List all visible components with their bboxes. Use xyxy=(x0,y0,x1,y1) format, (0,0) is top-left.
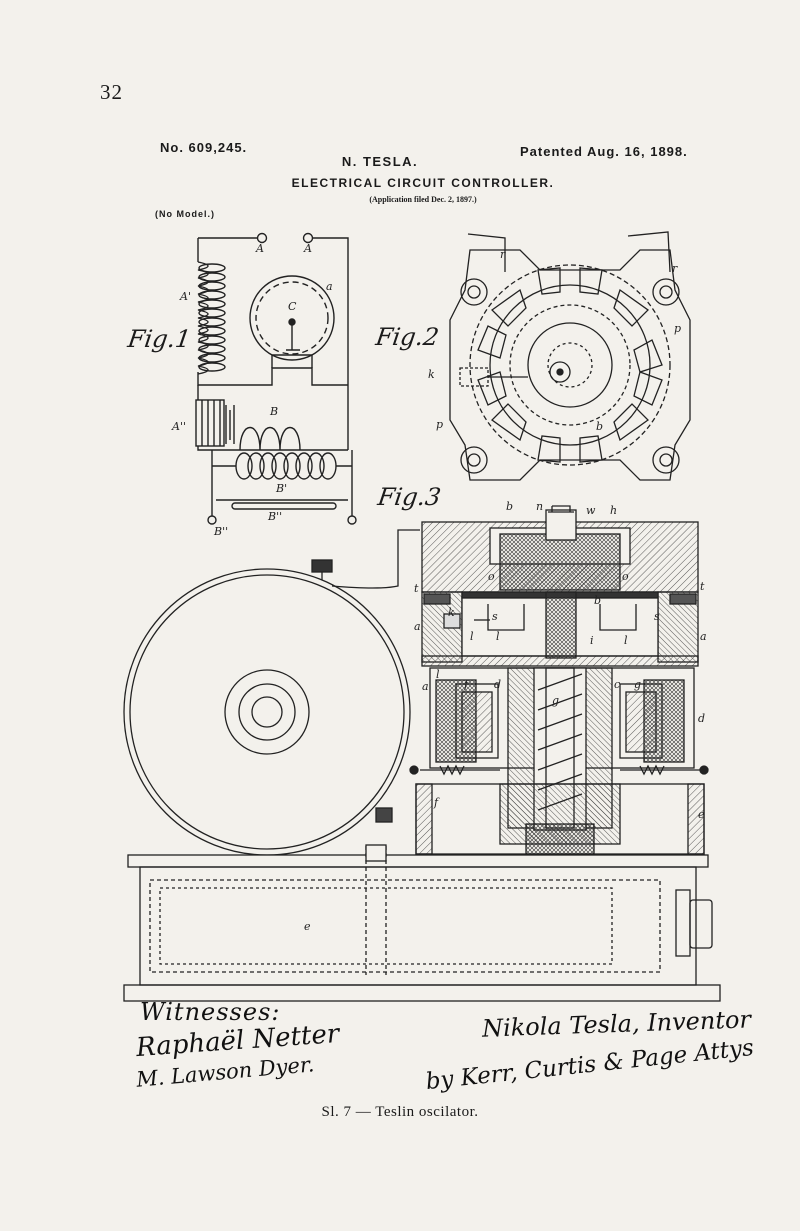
label-p-2: p xyxy=(436,418,443,431)
label-k: k xyxy=(428,368,435,381)
label-A-2: A xyxy=(303,242,312,255)
label-s-left: s xyxy=(492,610,498,623)
label-p-1: p xyxy=(674,322,681,335)
label-f-left: a xyxy=(422,680,429,693)
patent-title: ELECTRICAL CIRCUIT CONTROLLER. xyxy=(291,176,555,190)
label-c: g xyxy=(552,694,559,707)
label-b-mid: b xyxy=(594,594,601,607)
label-r-2: r xyxy=(672,262,678,275)
label-B-double-prime-mid: B'' xyxy=(267,510,282,523)
figure-1-circuit xyxy=(195,232,357,525)
figure-caption: Sl. 7 — Teslin oscilator. xyxy=(321,1104,479,1120)
witnesses-label: Witnesses: xyxy=(140,998,281,1026)
label-a-left: a xyxy=(414,620,421,633)
label-b: b xyxy=(596,420,603,433)
label-l-3: l xyxy=(624,634,628,647)
label-B-double-prime: B'' xyxy=(213,525,228,538)
inventor-name: N. TESLA. xyxy=(341,154,419,169)
label-t-left: t xyxy=(414,582,419,595)
label-k3: k xyxy=(448,606,455,619)
label-d-left: f xyxy=(463,678,470,691)
figure-2-plan xyxy=(449,231,691,481)
label-e-left: f xyxy=(433,796,440,809)
application-date: (Application filed Dec. 2, 1897.) xyxy=(369,195,477,204)
label-A-prime: A' xyxy=(179,290,191,303)
label-g-right: c xyxy=(614,678,620,691)
label-r-1: r xyxy=(500,248,506,261)
label-b-top: b xyxy=(506,500,513,513)
patent-date: Patented Aug. 16, 1898. xyxy=(520,144,688,159)
label-t-right: t xyxy=(700,580,705,593)
label-B: B xyxy=(269,405,278,418)
label-l-1: l xyxy=(470,630,474,643)
model-note: (No Model.) xyxy=(155,209,215,219)
figure-1-part-labels: A A A' a C A'' B B' B'' B'' xyxy=(171,242,333,538)
figure-3-section xyxy=(123,505,721,1002)
figure-2-part-labels: r r p p k b xyxy=(428,248,681,433)
label-w: w xyxy=(586,504,596,517)
label-n: n xyxy=(536,500,543,513)
label-g-left: d xyxy=(494,678,501,691)
label-A-1: A xyxy=(255,242,264,255)
label-a: a xyxy=(326,280,333,293)
label-e-right: e xyxy=(698,808,705,821)
label-B-prime: B' xyxy=(275,482,287,495)
label-d-right: g xyxy=(634,678,641,691)
label-A-base: e xyxy=(304,920,311,933)
label-C: C xyxy=(288,300,297,313)
label-l-2: i xyxy=(590,634,594,647)
label-s-right: s xyxy=(654,610,660,623)
patent-number: No. 609,245. xyxy=(160,140,248,155)
label-o-left: o xyxy=(488,570,495,583)
figure-3-part-labels: b n w h o o t t k s s b a a l l i l l a … xyxy=(304,500,707,933)
label-a-right: a xyxy=(700,630,707,643)
label-A-double-prime: A'' xyxy=(171,420,186,433)
page-number: 32 xyxy=(100,80,123,104)
label-h: h xyxy=(610,504,617,517)
label-i: l xyxy=(496,630,500,643)
label-f-right: d xyxy=(698,712,705,725)
label-a-lower: l xyxy=(436,668,440,681)
label-o-right: o xyxy=(622,570,629,583)
